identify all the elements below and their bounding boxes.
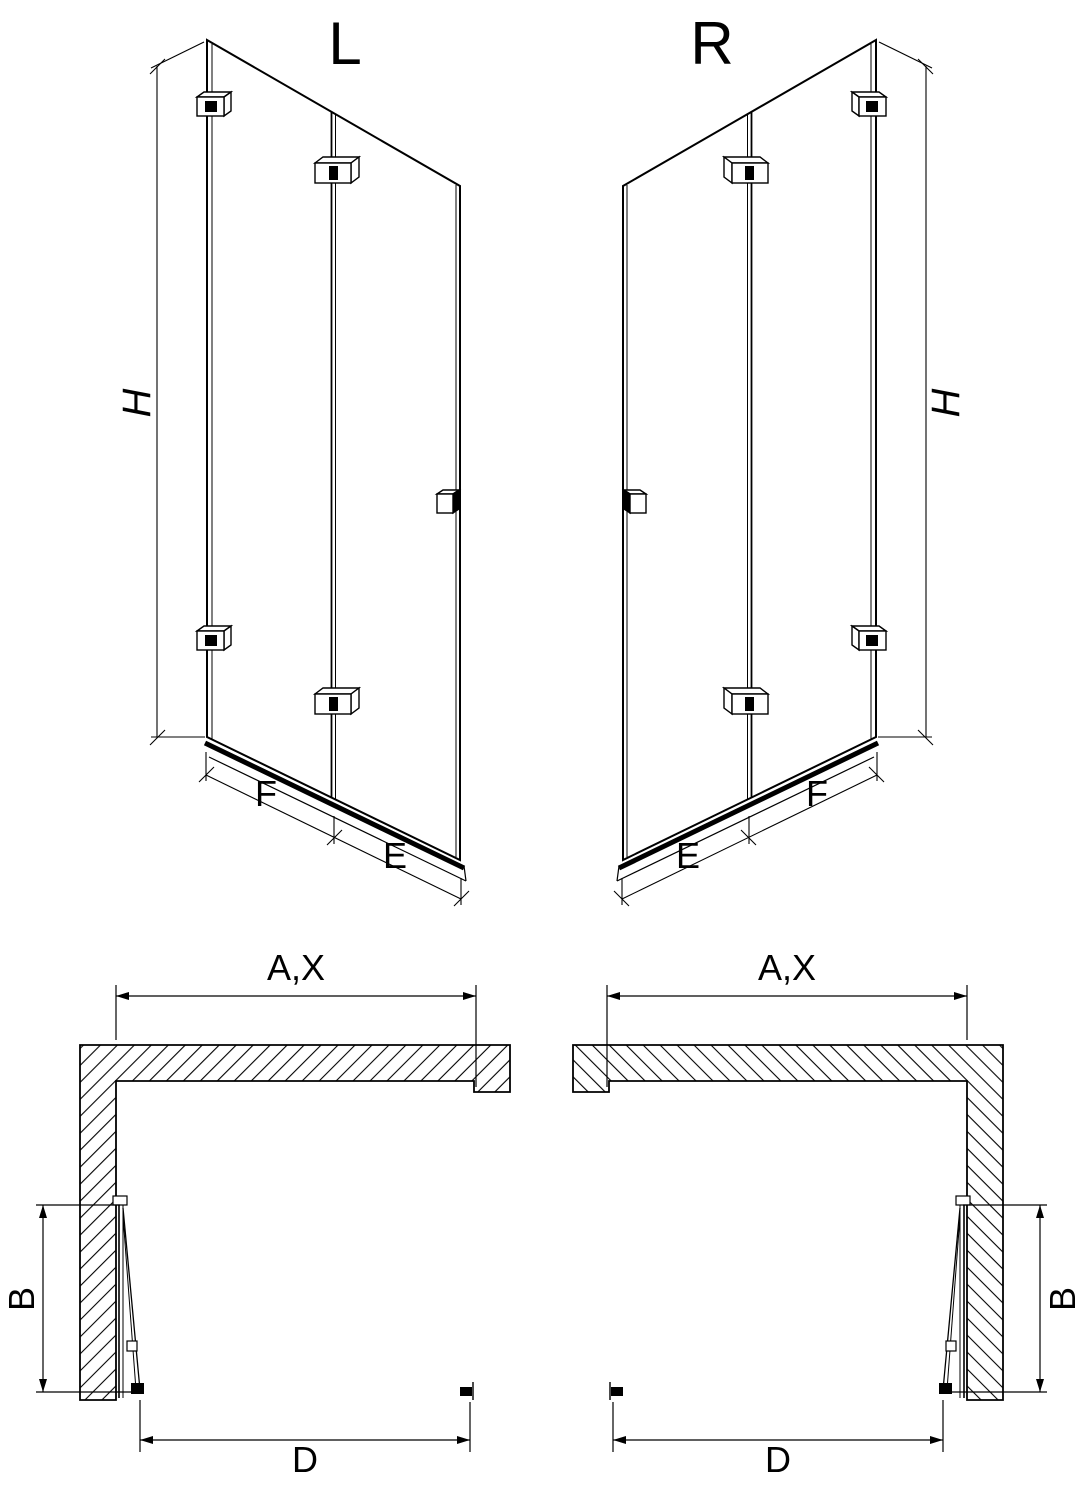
dim-label-fold-depth-left: B (1, 1287, 42, 1311)
left-plan-geometry (36, 985, 510, 1452)
dim-label-width-left: A,X (267, 947, 325, 988)
dim-label-opening-left: D (292, 1439, 318, 1480)
left-door-elevation (150, 40, 469, 906)
dim-label-panel-e-right: E (676, 835, 700, 876)
dim-label-width-right: A,X (758, 947, 816, 988)
dim-label-fold-depth-right: B (1042, 1287, 1083, 1311)
variant-label-right: R (690, 10, 733, 77)
left-plan-view (36, 985, 510, 1452)
dim-label-opening-right: D (765, 1439, 791, 1480)
dim-label-height-left: H (115, 388, 159, 417)
dim-label-height-right: H (924, 388, 968, 417)
dim-label-panel-f-left: F (255, 773, 277, 814)
right-plan-geometry (573, 985, 1047, 1452)
dim-label-panel-e-left: E (383, 835, 407, 876)
right-door-elevation (614, 40, 933, 906)
right-door-elevation-geometry (614, 40, 933, 906)
dim-label-panel-f-right: F (806, 773, 828, 814)
variant-label-left: L (328, 10, 361, 77)
left-door-elevation-geometry (150, 40, 469, 906)
right-plan-view (573, 985, 1047, 1452)
